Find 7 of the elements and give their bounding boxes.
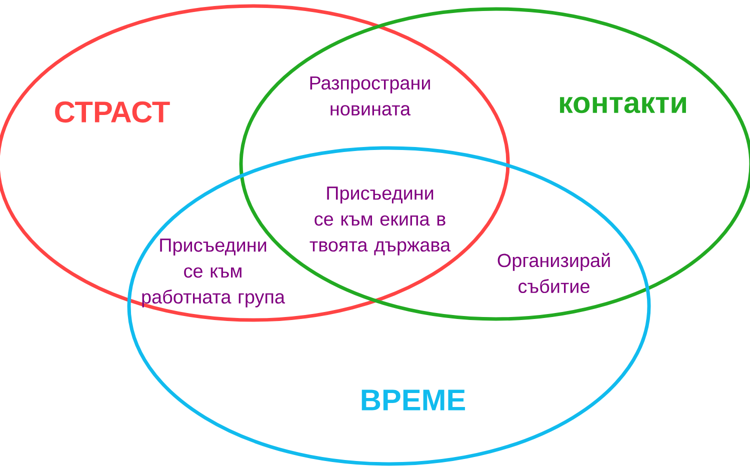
region-label: Организирай събитие bbox=[498, 252, 610, 294]
region-label: Присъедини се към екипа в твоята държава bbox=[310, 186, 451, 256]
set-label: ВРЕМЕ bbox=[362, 390, 465, 410]
region-label: Присъедини се към работната група bbox=[142, 238, 285, 308]
set-label: СТРАСТ bbox=[55, 101, 170, 123]
region-label: Разпространи новината bbox=[310, 76, 430, 116]
set-label: контакти bbox=[560, 96, 686, 114]
